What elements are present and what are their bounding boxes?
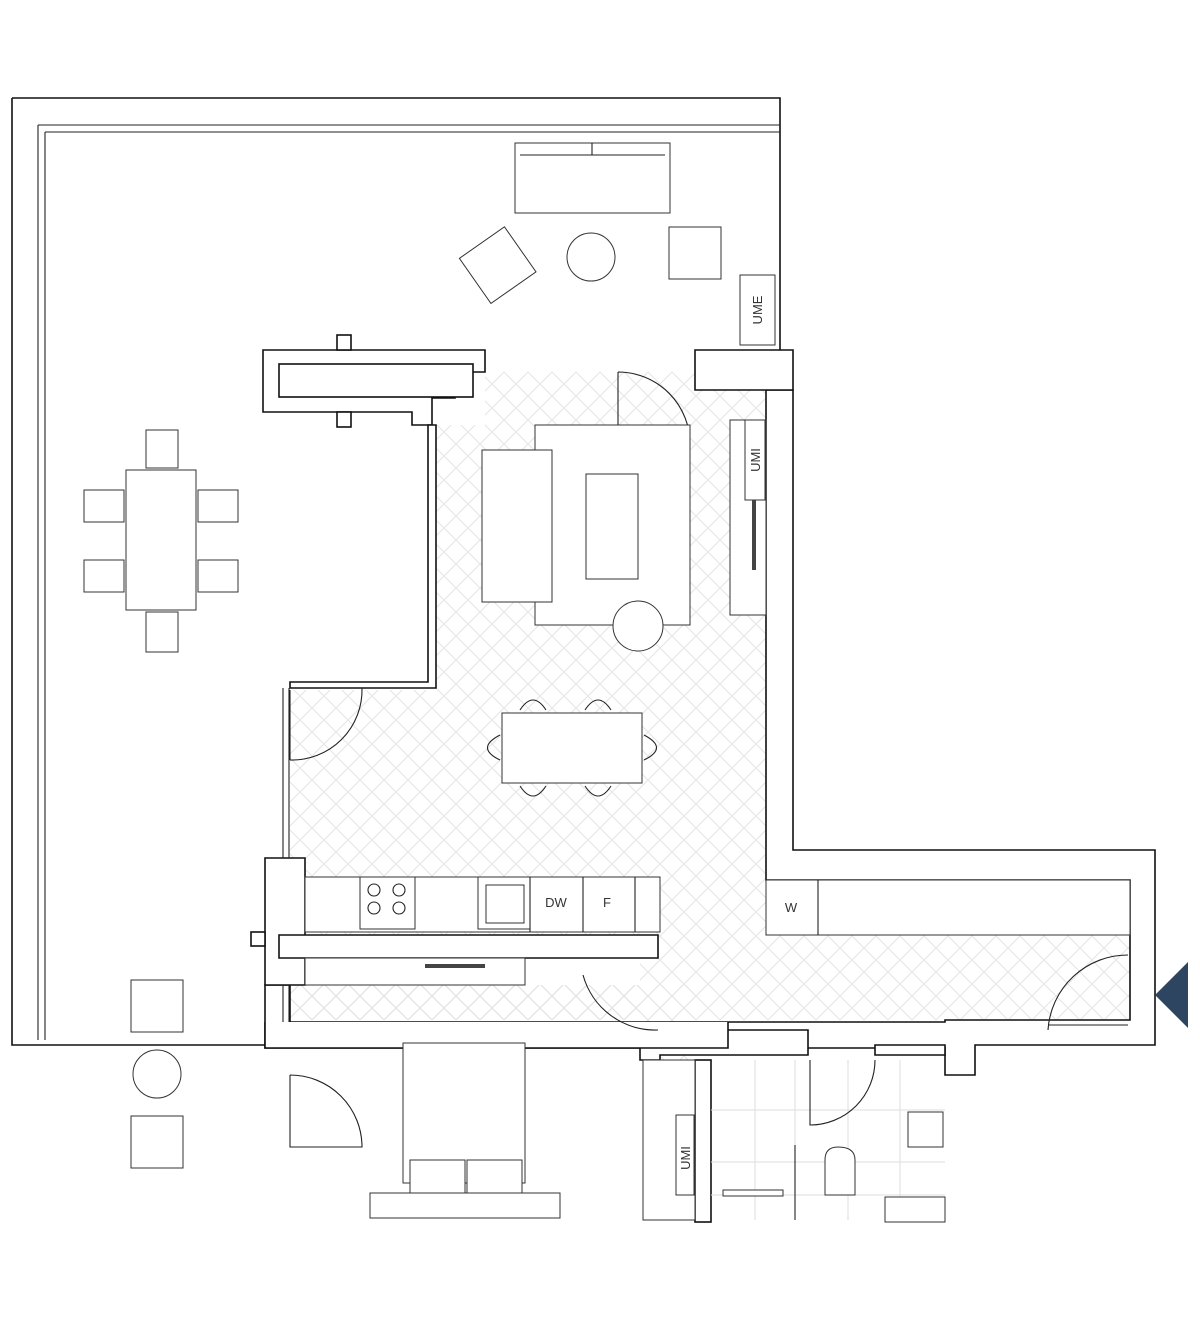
light-post	[336, 334, 352, 351]
living-room: UMI	[481, 371, 767, 652]
umi-label-living: UMI	[748, 448, 763, 472]
fridge-label: F	[603, 895, 611, 910]
coffee-table	[585, 473, 639, 580]
wall-bath-west	[694, 1059, 712, 1223]
toilet	[824, 1146, 856, 1196]
basin	[907, 1111, 944, 1148]
outdoor-chair	[130, 979, 184, 1033]
door-swing-bedroom	[289, 1074, 363, 1148]
bedside-units	[369, 1192, 561, 1219]
vanity	[884, 1196, 946, 1223]
door-swings	[582, 954, 1129, 1031]
wardrobe	[765, 879, 1131, 936]
outdoor-dining-table	[125, 469, 197, 611]
ume-unit	[739, 274, 776, 346]
light-post	[250, 931, 266, 947]
ume-label: UME	[750, 295, 765, 324]
outdoor-armchair	[668, 226, 722, 280]
glazing-west	[282, 688, 290, 1045]
tv	[752, 500, 756, 570]
outdoor-side-table	[566, 232, 616, 282]
sofa	[481, 449, 553, 603]
terrace-lounge: UME	[458, 142, 776, 346]
terrace-outer-wall	[11, 97, 781, 1046]
kitchen: DW F	[304, 876, 661, 933]
wall-bath-north	[874, 1044, 946, 1056]
dining-table	[501, 712, 643, 784]
shower-drain	[722, 1189, 784, 1197]
planter	[278, 363, 474, 398]
light-post	[336, 411, 352, 428]
terrace	[11, 97, 781, 1046]
outdoor-side-table	[132, 1049, 182, 1099]
umi-label-bedroom: UMI	[678, 1146, 693, 1170]
chair	[83, 559, 125, 593]
bathroom	[711, 1059, 946, 1223]
terrace-seating-south	[130, 979, 184, 1169]
door-swing-terrace-west	[289, 687, 363, 761]
chair	[145, 611, 179, 653]
dishwasher-label: DW	[545, 895, 567, 910]
tv-shelf	[304, 957, 526, 986]
bedroom: UMI	[289, 957, 696, 1221]
outdoor-armchair	[458, 226, 537, 305]
bedroom-tv	[425, 964, 485, 968]
dining-chairs	[486, 699, 658, 797]
chair	[197, 559, 239, 593]
entrance-marker-icon	[1155, 962, 1188, 1028]
outdoor-chair	[130, 1115, 184, 1169]
dining-area	[289, 687, 658, 797]
kitchen-partition-wall	[278, 934, 659, 959]
terrace-dining	[83, 429, 239, 653]
glazed-wall-west	[289, 424, 437, 689]
umi-unit-bedroom	[675, 1114, 695, 1196]
hob	[359, 876, 416, 930]
chair	[197, 489, 239, 523]
chair	[83, 489, 125, 523]
wardrobe-label: W	[785, 900, 798, 915]
wall-west-column	[264, 857, 306, 986]
wall-pier-north-east	[694, 349, 794, 391]
hallway: W	[582, 879, 1188, 1031]
side-table	[612, 600, 664, 652]
chair	[145, 429, 179, 469]
terrace-parapet	[37, 124, 780, 1040]
door-swing-bath	[809, 1059, 876, 1126]
